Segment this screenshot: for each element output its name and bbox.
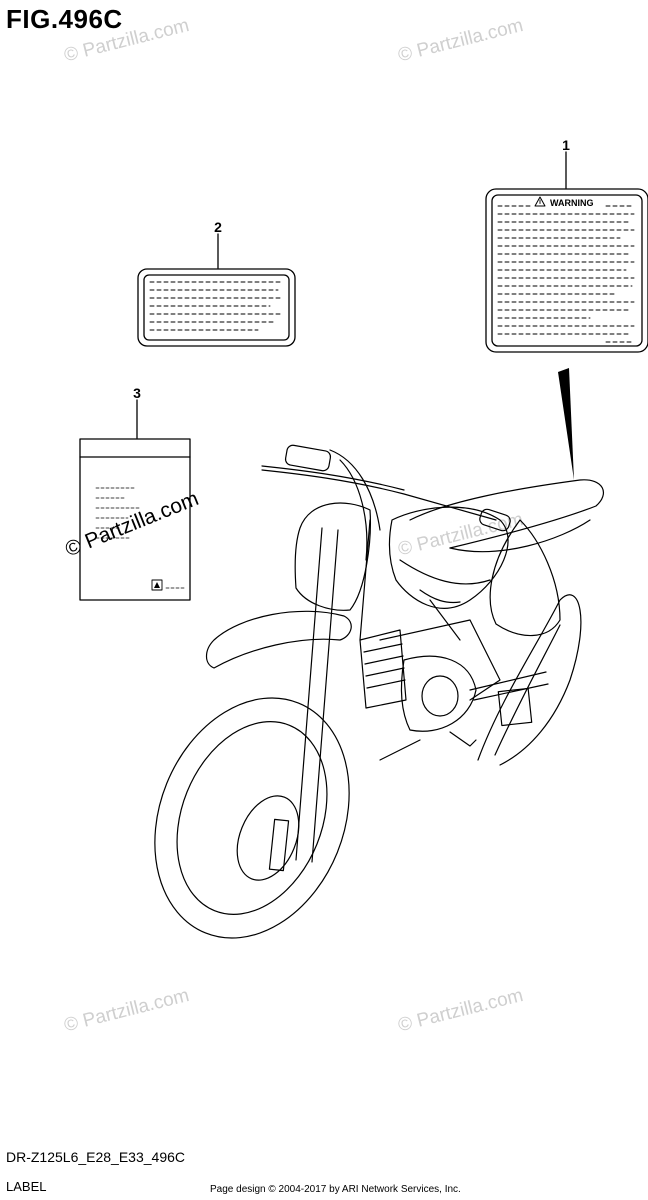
owners-manual-part[interactable] xyxy=(79,399,191,601)
warning-label-part[interactable] xyxy=(485,151,648,480)
warning-heading: WARNING xyxy=(550,198,594,208)
warning-text-lines xyxy=(497,205,635,343)
motorcycle-illustration xyxy=(154,444,605,939)
small-label-text-lines xyxy=(149,281,283,331)
small-label-part[interactable] xyxy=(137,233,296,347)
figure-title: FIG.496C xyxy=(6,4,123,34)
callout-number-2: 2 xyxy=(214,219,222,235)
callout-number-1: 1 xyxy=(562,137,570,153)
manual-text-lines xyxy=(95,487,185,589)
copyright-notice: Page design © 2004-2017 by ARI Network S… xyxy=(210,1184,461,1195)
callout-number-3: 3 xyxy=(133,385,141,401)
model-code: DR-Z125L6_E28_E33_496C xyxy=(6,1149,186,1165)
section-label: LABEL xyxy=(6,1179,47,1194)
